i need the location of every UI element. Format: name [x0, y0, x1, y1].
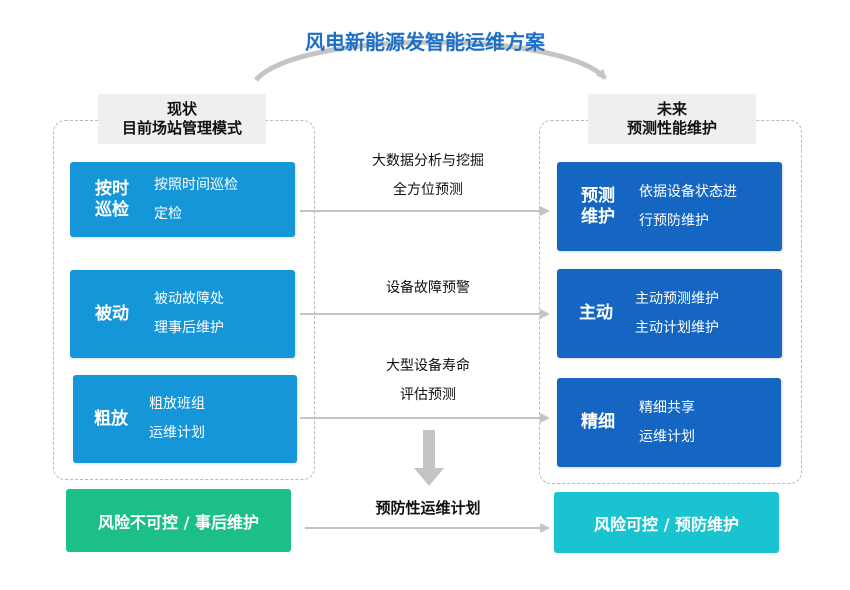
middle-label-line2: 全方位预测: [393, 182, 463, 198]
left-card-desc: 粗放班组 运维计划: [149, 390, 205, 448]
left-card-key: 被动: [70, 304, 154, 325]
right-card-desc: 精细共享 运维计划: [639, 394, 695, 452]
left-card-desc-line2: 理事后维护: [154, 320, 224, 336]
left-card-key: 粗放: [73, 409, 149, 430]
right-card-key-line1: 主动: [579, 303, 613, 323]
right-card-desc-line1: 精细共享: [639, 399, 695, 416]
down-arrow-head: [414, 468, 444, 486]
top-curve-arrow: [254, 39, 607, 82]
right-card-refined: 精细 精细共享 运维计划: [557, 378, 781, 467]
right-card-desc: 依据设备状态进 行预防维护: [639, 178, 737, 236]
right-card-desc-line2: 行预防维护: [639, 212, 709, 229]
left-header: 现状 目前场站管理模式: [98, 94, 266, 144]
right-card-desc-line1: 主动预测维护: [635, 290, 719, 307]
right-card-key: 主动: [557, 303, 635, 324]
left-header-line2: 目前场站管理模式: [121, 119, 242, 137]
left-card-passive: 被动 被动故障处 理事后维护: [70, 270, 295, 358]
middle-label-fault-warning: 设备故障预警: [330, 274, 526, 303]
right-card-desc-line2: 运维计划: [639, 428, 695, 445]
down-arrow-shaft: [423, 430, 435, 470]
left-card-desc: 被动故障处 理事后维护: [154, 285, 224, 343]
middle-label-lifetime: 大型设备寿命 评估预测: [330, 352, 526, 410]
right-header-line2: 预测性能维护: [626, 119, 717, 137]
right-card-key-line1: 精细: [581, 412, 615, 432]
left-card-desc-line2: 定检: [154, 205, 182, 222]
right-card-desc: 主动预测维护 主动计划维护: [635, 285, 719, 343]
left-card-extensive: 粗放 粗放班组 运维计划: [73, 375, 297, 463]
left-card-key: 按时 巡检: [70, 179, 154, 221]
middle-label-line1: 大型设备寿命: [386, 358, 470, 374]
right-card-key-line1: 预测: [581, 185, 615, 206]
left-card-desc-line2: 运维计划: [149, 425, 205, 441]
right-card-active: 主动 主动预测维护 主动计划维护: [557, 269, 782, 358]
middle-label-line1: 大数据分析与挖掘: [372, 153, 484, 169]
left-card-key-line1: 按时: [95, 178, 129, 199]
right-card-key: 精细: [557, 412, 639, 433]
middle-label-line1: 设备故障预警: [386, 280, 470, 296]
right-card-desc-line2: 主动计划维护: [635, 319, 719, 336]
left-card-key-line2: 巡检: [95, 199, 129, 220]
left-card-desc-line1: 按照时间巡检: [154, 176, 238, 193]
bottom-right-label: 风险可控 / 预防维护: [594, 514, 739, 534]
left-card-key-line1: 粗放: [94, 408, 128, 429]
right-header-line1: 未来: [656, 100, 687, 118]
bottom-left-label: 风险不可控 / 事后维护: [98, 512, 259, 532]
left-card-desc-line1: 粗放班组: [149, 396, 205, 412]
page-title: 风电新能源发智能运维方案: [305, 30, 545, 54]
bottom-middle-text: 预防性运维计划: [375, 499, 481, 517]
left-card-desc-line1: 被动故障处: [154, 291, 224, 307]
right-card-desc-line1: 依据设备状态进: [639, 183, 737, 200]
right-header: 未来 预测性能维护: [588, 94, 756, 144]
left-card-scheduled: 按时 巡检 按照时间巡检 定检: [70, 162, 295, 237]
bottom-left-box: 风险不可控 / 事后维护: [66, 489, 291, 552]
right-card-key-line2: 维护: [581, 206, 615, 227]
right-card-predictive: 预测 维护 依据设备状态进 行预防维护: [557, 162, 782, 251]
left-card-desc: 按照时间巡检 定检: [154, 171, 238, 229]
bottom-middle-label: 预防性运维计划: [330, 494, 526, 523]
left-header-line1: 现状: [166, 100, 197, 118]
left-card-key-line1: 被动: [95, 303, 129, 324]
bottom-right-box: 风险可控 / 预防维护: [554, 492, 779, 553]
right-card-key: 预测 维护: [557, 186, 639, 228]
middle-label-bigdata: 大数据分析与挖掘 全方位预测: [330, 147, 526, 205]
middle-label-line2: 评估预测: [400, 387, 456, 403]
